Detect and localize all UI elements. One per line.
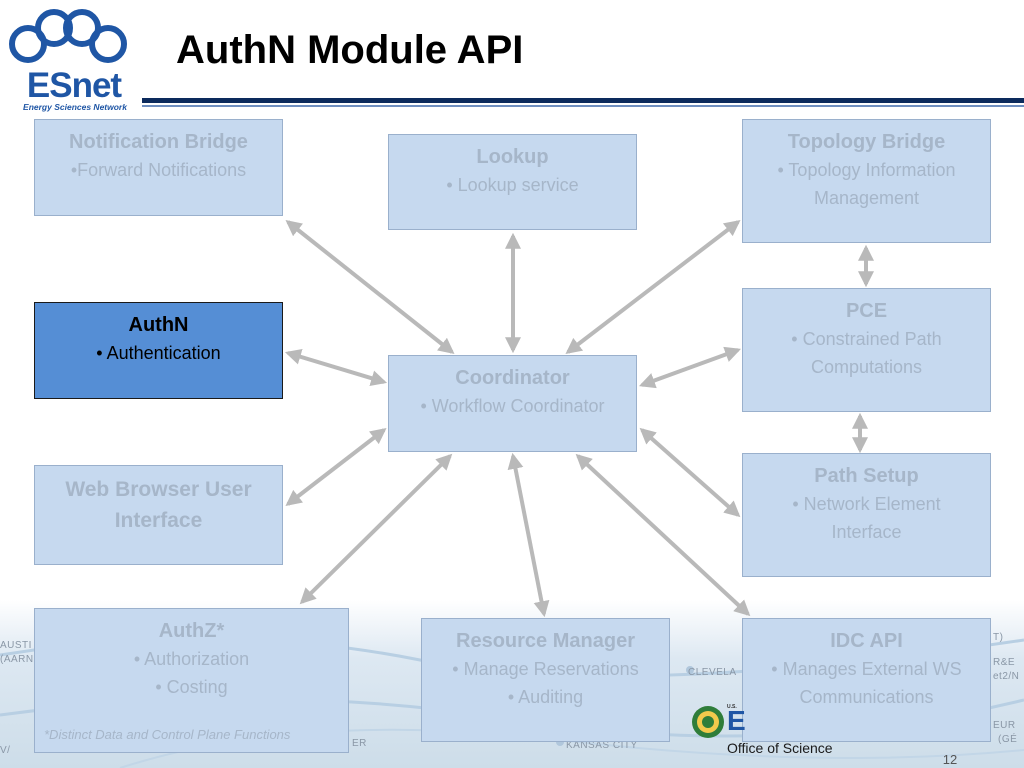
- arrow-web-coordinator: [285, 428, 387, 506]
- box-title: IDC API: [830, 630, 903, 652]
- authz-box: AuthZ* • Authorization • Costing: [34, 608, 349, 753]
- arrow-pce-coordinator: [638, 346, 742, 389]
- doe-us-label: U.S.: [727, 704, 737, 710]
- header-divider-thin: [142, 105, 1024, 107]
- box-title: Lookup: [476, 146, 549, 168]
- topology-bridge-box: Topology Bridge • Topology Information M…: [742, 119, 991, 243]
- box-line: Interface: [831, 522, 902, 542]
- doe-letter: E: [727, 705, 746, 736]
- box-line: • Manage Reservations: [452, 659, 639, 679]
- resource-manager-box: Resource Manager • Manage Reservations •…: [421, 618, 670, 742]
- box-line: • Network Element: [792, 494, 941, 514]
- authn-box: AuthN • Authentication: [34, 302, 283, 399]
- header-divider: [142, 98, 1024, 103]
- map-label: (GÉ: [998, 734, 1018, 745]
- box-line: Computations: [810, 357, 923, 377]
- box-line: • Manages External WS: [771, 659, 962, 679]
- lookup-box: Lookup • Lookup service: [388, 134, 637, 230]
- arrow-authz-coordinator: [299, 453, 453, 605]
- footnote: *Distinct Data and Control Plane Functio…: [44, 727, 291, 742]
- box-line: •Forward Notifications: [70, 160, 247, 180]
- box-title: AuthZ*: [158, 620, 225, 642]
- box-line: • Topology Information: [777, 160, 956, 180]
- coordinator-box: Coordinator • Workflow Coordinator: [388, 355, 637, 452]
- box-line: • Workflow Coordinator: [420, 396, 605, 416]
- box-title: Resource Manager: [456, 630, 635, 652]
- box-line: Communications: [799, 687, 934, 707]
- arrow-notification-coordinator: [285, 220, 455, 354]
- box-line: • Lookup service: [446, 175, 579, 195]
- arrow-idc-coordinator: [575, 453, 751, 617]
- map-label: (AARN: [0, 654, 34, 665]
- doe-office-label: Office of Science: [727, 740, 833, 756]
- box-line: • Authentication: [96, 343, 221, 363]
- box-title: PCE: [845, 300, 888, 322]
- pce-box: PCE • Constrained Path Computations: [742, 288, 991, 412]
- box-title: Web Browser User Interface: [65, 478, 252, 532]
- arrow-resource-coordinator: [507, 452, 550, 618]
- box-line: • Costing: [155, 677, 228, 697]
- esnet-rings-icon: [9, 9, 127, 63]
- box-title: Path Setup: [814, 465, 919, 487]
- arrow-topology-coordinator: [565, 220, 741, 354]
- map-label: V/: [0, 745, 11, 756]
- box-line: • Authorization: [133, 649, 250, 669]
- map-label: KANSAS CITY: [566, 740, 638, 751]
- map-label: EUR: [993, 720, 1016, 731]
- arrow-authn-coordinator: [284, 349, 388, 386]
- page-title: AuthN Module API: [176, 28, 524, 72]
- doe-seal-icon: [692, 706, 724, 738]
- arrow-pathsetup-coordinator: [639, 427, 741, 518]
- box-line: • Auditing: [507, 687, 584, 707]
- map-label: et2/N: [993, 671, 1020, 682]
- doe-office-of-science-logo: U.S. E Office of Science: [690, 704, 833, 764]
- path-setup-box: Path Setup • Network Element Interface: [742, 453, 991, 577]
- idc-api-box: IDC API • Manages External WS Communicat…: [742, 618, 991, 742]
- map-label: AUSTI: [0, 640, 32, 651]
- box-title: AuthN: [128, 314, 189, 336]
- logo-tagline: Energy Sciences Network: [23, 102, 127, 112]
- map-label: T): [993, 632, 1004, 643]
- map-label: CLEVELA: [688, 667, 737, 678]
- map-label: ER: [352, 738, 367, 749]
- map-label: R&E: [993, 657, 1016, 668]
- box-title: Notification Bridge: [69, 131, 248, 153]
- box-line: • Constrained Path: [791, 329, 942, 349]
- web-browser-box: Web Browser User Interface: [34, 465, 283, 565]
- box-line: Management: [813, 188, 920, 208]
- box-title: Coordinator: [455, 367, 570, 389]
- notification-bridge-box: Notification Bridge •Forward Notificatio…: [34, 119, 283, 216]
- esnet-logo: ESnet Energy Sciences Network: [4, 6, 144, 112]
- box-title: Topology Bridge: [787, 131, 946, 153]
- slide-number: 12: [942, 752, 958, 767]
- logo-wordmark: ESnet: [26, 66, 122, 105]
